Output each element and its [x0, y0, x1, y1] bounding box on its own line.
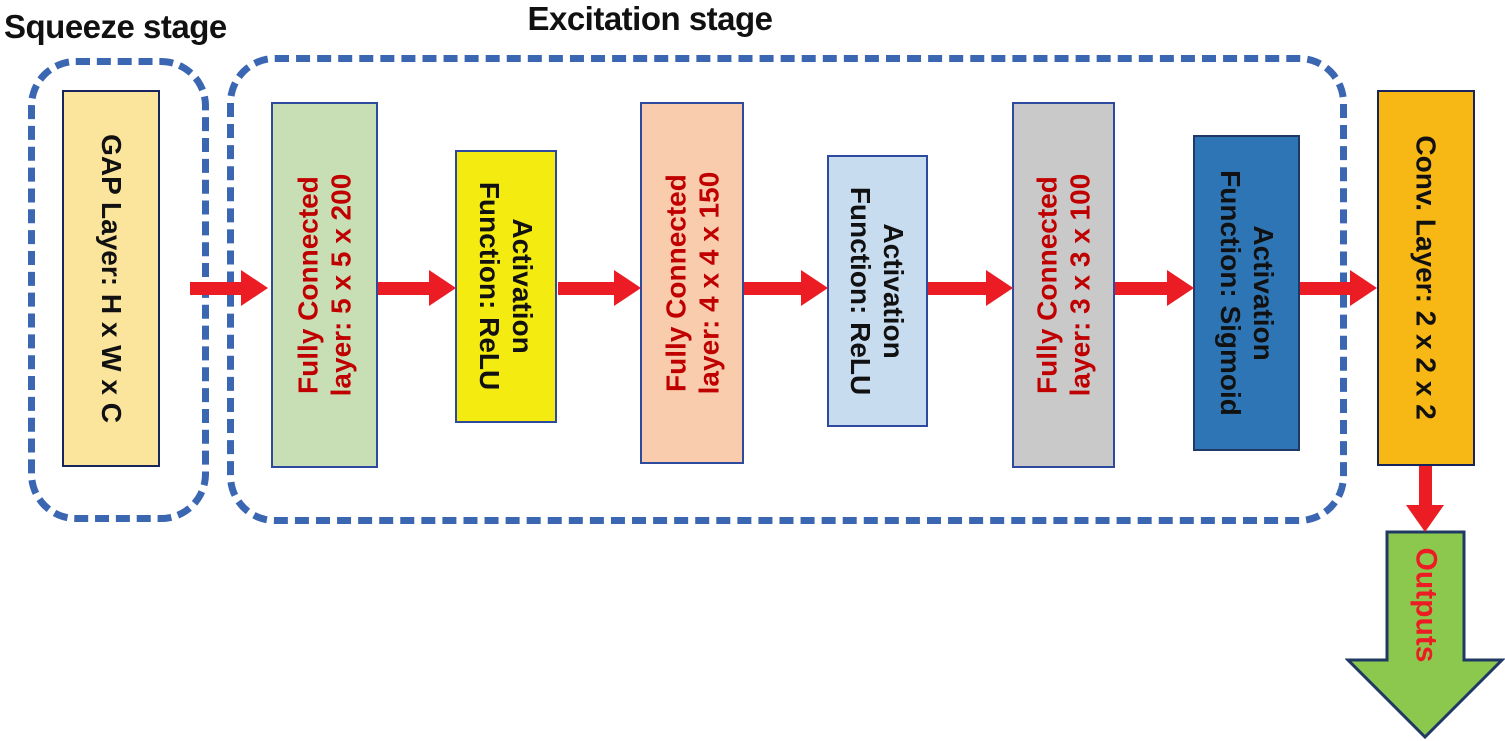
conv-layer-label: Conv. Layer: 2 x 2 x 2 — [1410, 135, 1442, 421]
sigmoid-activation-label: Activation Function: Sigmoid — [1214, 170, 1279, 416]
outputs-label: Outputs — [1408, 547, 1442, 663]
excitation-stage-title: Excitation stage — [527, 0, 773, 37]
fc3-layer-label: Fully Connected layer: 3 x 3 x 100 — [1031, 173, 1096, 397]
flow-arrow-fc3-sigmoid — [1115, 270, 1194, 306]
outputs-arrow-shape — [1345, 530, 1505, 740]
flow-arrow-fc2-relu2 — [744, 270, 828, 306]
flow-arrow-conv-outputs — [1406, 466, 1444, 532]
relu2-activation-label: Activation Function: ReLU — [845, 186, 910, 396]
sigmoid-activation-box: Activation Function: Sigmoid — [1193, 135, 1300, 451]
flow-arrow-sigmoid-conv — [1300, 270, 1377, 306]
fc3-layer-box: Fully Connected layer: 3 x 3 x 100 — [1012, 102, 1115, 468]
relu2-activation-box: Activation Function: ReLU — [827, 155, 928, 427]
outputs-label-wrap: Outputs — [1345, 535, 1505, 675]
gap-layer-box: GAP Layer: H x W x C — [62, 90, 160, 467]
flow-arrow-relu2-fc3 — [928, 270, 1013, 306]
relu1-activation-box: Activation Function: ReLU — [455, 150, 557, 423]
fc2-layer-box: Fully Connected layer: 4 x 4 x 150 — [640, 102, 744, 464]
fc2-layer-label: Fully Connected layer: 4 x 4 x 150 — [659, 171, 724, 395]
gap-layer-label: GAP Layer: H x W x C — [95, 134, 127, 423]
fc1-layer-label: Fully Connected layer: 5 x 5 x 200 — [292, 173, 357, 397]
flow-arrow-gap-fc1 — [190, 270, 268, 306]
conv-layer-box: Conv. Layer: 2 x 2 x 2 — [1377, 90, 1475, 466]
flow-arrow-relu1-fc2 — [558, 270, 641, 306]
outputs-arrow-polygon — [1345, 530, 1505, 740]
fc1-layer-box: Fully Connected layer: 5 x 5 x 200 — [271, 102, 378, 468]
relu1-activation-label: Activation Function: ReLU — [474, 182, 539, 391]
flow-arrow-fc1-relu1 — [378, 270, 456, 306]
squeeze-stage-title: Squeeze stage — [4, 8, 227, 45]
